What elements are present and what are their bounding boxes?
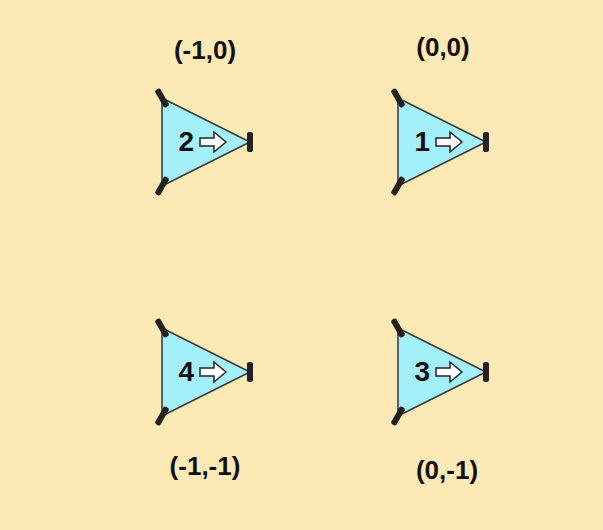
coordinate-label: (0,0) — [416, 34, 469, 60]
robot-body — [162, 98, 250, 186]
wheel — [390, 318, 405, 338]
wheel — [390, 176, 405, 196]
robot-number: 4 — [178, 358, 194, 386]
wheel — [247, 132, 253, 152]
robot-triangle: 4 — [152, 320, 256, 424]
heading-arrow — [200, 362, 226, 382]
heading-arrow — [436, 132, 462, 152]
heading-arrow — [200, 132, 226, 152]
coordinate-label: (-1,0) — [174, 37, 236, 63]
wheel — [390, 88, 405, 108]
wheel — [483, 362, 489, 382]
robot-number: 2 — [178, 128, 194, 156]
coordinate-label: (0,-1) — [416, 457, 478, 483]
robot-triangle: 2 — [152, 90, 256, 194]
robot-body — [398, 98, 486, 186]
robot-outline — [388, 320, 492, 424]
wheel — [483, 132, 489, 152]
heading-arrow — [436, 362, 462, 382]
robot-number: 1 — [414, 128, 430, 156]
robot-outline — [152, 90, 256, 194]
robot-triangle: 1 — [388, 90, 492, 194]
robot-number: 3 — [414, 358, 430, 386]
robot-triangle: 3 — [388, 320, 492, 424]
robot-outline — [152, 320, 256, 424]
wheel — [154, 406, 169, 426]
wheel — [154, 88, 169, 108]
robot-outline — [388, 90, 492, 194]
robot-body — [162, 328, 250, 416]
robot-body — [398, 328, 486, 416]
wheel — [390, 406, 405, 426]
wheel — [154, 176, 169, 196]
coordinate-label: (-1,-1) — [170, 453, 241, 479]
wheel — [247, 362, 253, 382]
wheel — [154, 318, 169, 338]
